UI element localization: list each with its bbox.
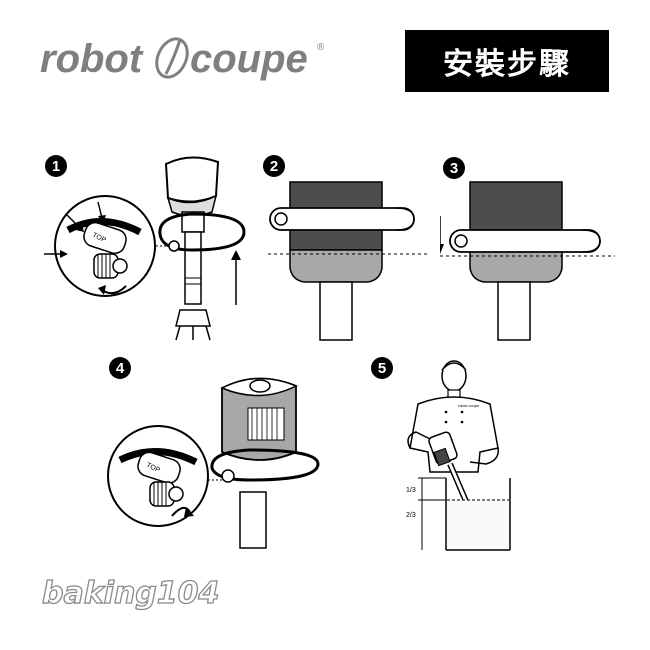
step-1-arrow-b — [97, 201, 103, 219]
page-title: 安裝步驟 — [405, 30, 609, 92]
step-4-zoom-detail: TOP — [107, 425, 209, 527]
step-5-apron-logo: robot coupe — [458, 403, 480, 408]
step-1-blender — [158, 156, 246, 341]
step-3-motor-body — [469, 181, 563, 341]
step-1-arrowhead-a — [76, 224, 84, 232]
step-4-rotate-arrowhead — [184, 507, 194, 517]
brand-name-left: robot — [40, 37, 144, 81]
step-3-handle — [449, 229, 601, 253]
step-5-lower-fraction: 2/3 — [406, 512, 416, 519]
step-4-badge — [109, 357, 131, 379]
step-5-badge — [371, 357, 393, 379]
step-4-motor-unit — [210, 377, 320, 549]
step-2-number: 2 — [270, 158, 278, 175]
step-4: 4 TOP — [107, 357, 320, 549]
step-2-motor-body — [289, 181, 383, 341]
step-2: 2 — [263, 155, 428, 341]
robot-coupe-logo: robot coupe ® — [40, 37, 325, 81]
step-3-badge — [443, 157, 465, 179]
step-1-badge — [45, 155, 67, 177]
brand-swirl-icon — [155, 37, 189, 79]
step-1-up-arrowhead — [231, 250, 241, 260]
step-1-arrowhead-c — [60, 250, 68, 258]
step-3: 3 — [440, 157, 615, 341]
step-1-rotate-arrowhead — [98, 285, 106, 295]
step-1-number: 1 — [52, 158, 60, 175]
step-4-number: 4 — [116, 360, 125, 377]
step-5-container — [445, 478, 511, 551]
step-3-number: 3 — [450, 160, 458, 177]
step-5: 5 robot coupe — [371, 357, 511, 551]
baking104-watermark: baking104 — [41, 575, 220, 611]
step-5-number: 5 — [378, 360, 386, 377]
step-1-arrow-a — [65, 213, 81, 229]
step-5-chef: robot coupe — [407, 360, 499, 473]
watermark-text: baking104 — [42, 576, 219, 611]
step-1: 1 TOP — [44, 155, 246, 341]
step-2-badge — [263, 155, 285, 177]
brand-name-right: coupe — [190, 37, 308, 81]
step-3-down-arrowhead — [440, 244, 444, 254]
step-1-zoom-detail: TOP — [54, 195, 156, 297]
step-1-arrowhead-b — [98, 215, 106, 224]
step-5-upper-fraction: 1/3 — [406, 487, 416, 494]
step-2-handle — [269, 207, 415, 231]
registered-mark: ® — [317, 42, 325, 53]
